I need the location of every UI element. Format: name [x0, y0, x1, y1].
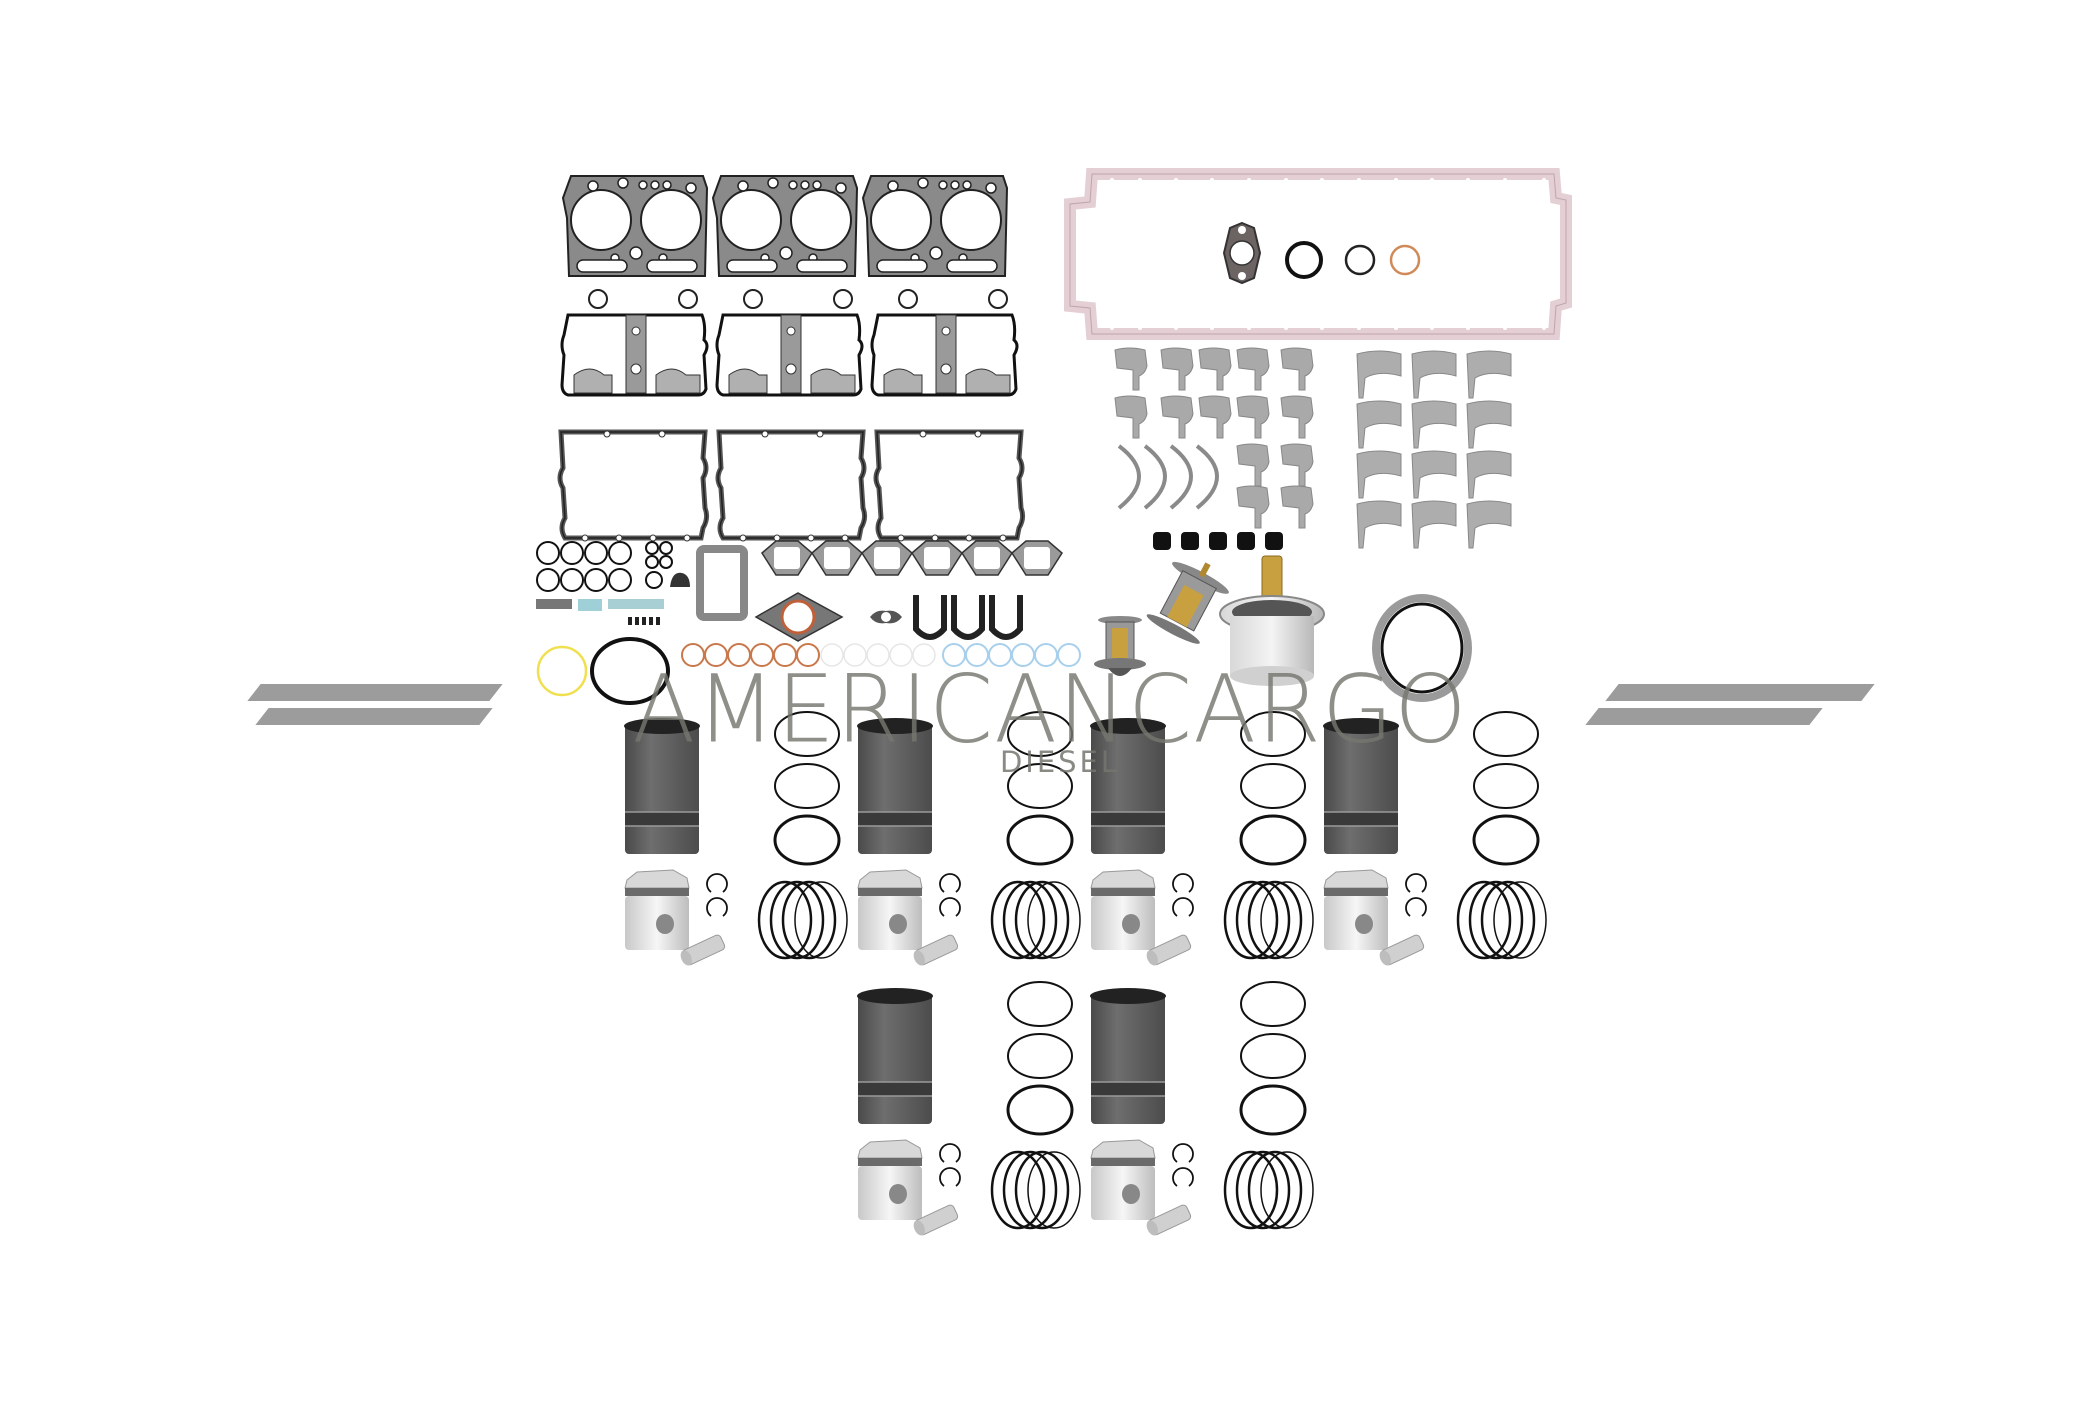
cylinder-kit-4 [1316, 710, 1556, 972]
cylinder-head-gaskets [562, 168, 1008, 283]
thermostats [1090, 552, 1490, 702]
rod-bearings [1114, 346, 1335, 556]
main-bearings [1355, 350, 1515, 550]
valve-cover-gaskets [560, 285, 1019, 400]
cylinder-kit-3 [1083, 710, 1323, 972]
rocker-housing-gaskets [557, 428, 1007, 543]
cylinder-kit-2 [850, 710, 1090, 972]
misc-seals-and-gaskets [530, 535, 1090, 675]
cylinder-kit-1 [617, 710, 857, 972]
large-seals [530, 635, 1090, 705]
oil-pan-gasket [1064, 168, 1574, 340]
cylinder-kit-5 [850, 980, 1090, 1242]
cylinder-kit-6 [1083, 980, 1323, 1242]
